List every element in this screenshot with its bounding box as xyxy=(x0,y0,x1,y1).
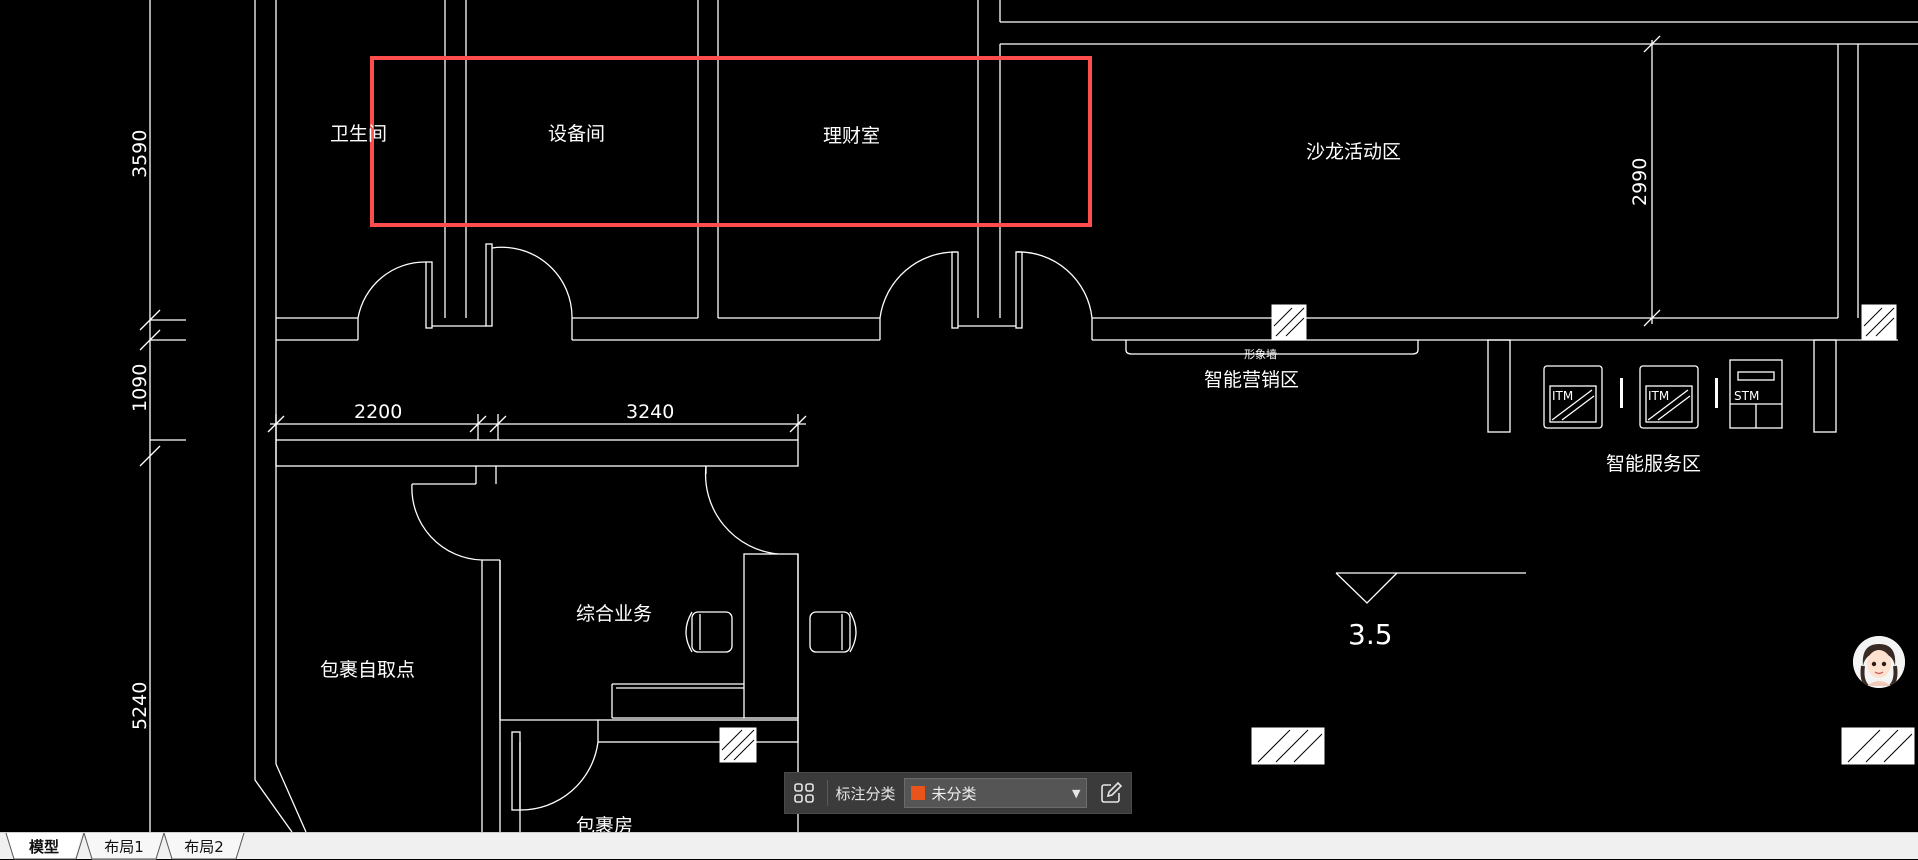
hatch-pattern xyxy=(721,307,1913,763)
label-image-wall: 形象墙 xyxy=(1244,347,1277,361)
tab-layout2[interactable]: 布局2 xyxy=(164,833,244,859)
machine-dividers xyxy=(1620,378,1718,408)
selected-category: 未分类 xyxy=(931,784,977,803)
dimension-3240: 3240 xyxy=(626,401,674,423)
room-label-salon: 沙龙活动区 xyxy=(1306,141,1401,163)
room-label-smart-service: 智能服务区 xyxy=(1606,453,1701,475)
layout-tab-bar: 模型 布局1 布局2 xyxy=(0,832,1918,860)
floor-plan-walls xyxy=(139,0,1918,832)
floor-plan-drawing[interactable]: 卫生间 设备间 理财室 沙龙活动区 智能营销区 形象墙 智能服务区 综合业务 包… xyxy=(0,0,1918,832)
dimension-5240: 5240 xyxy=(129,682,151,730)
room-label-smart-marketing: 智能营销区 xyxy=(1204,369,1299,391)
cad-canvas[interactable]: 卫生间 设备间 理财室 沙龙活动区 智能营销区 形象墙 智能服务区 综合业务 包… xyxy=(0,0,1918,832)
tab-model[interactable]: 模型 xyxy=(6,833,82,859)
self-service-machines xyxy=(1543,359,1783,429)
machine-label-itm-2: ITM xyxy=(1648,389,1669,403)
annotation-category-select[interactable]: 未分类 ▼ xyxy=(903,778,1088,808)
annotation-category-label: 标注分类 xyxy=(835,784,896,803)
dimension-2200: 2200 xyxy=(354,401,402,423)
edit-icon[interactable] xyxy=(1091,773,1131,813)
room-label-restroom: 卫生间 xyxy=(330,123,387,145)
grid-icon[interactable] xyxy=(785,773,823,813)
room-label-general-business: 综合业务 xyxy=(576,603,652,625)
chevron-down-icon: ▼ xyxy=(1072,786,1081,800)
dimension-1090: 1090 xyxy=(129,364,151,412)
chair-icons xyxy=(685,611,857,653)
dimension-3590: 3590 xyxy=(129,130,151,178)
annotation-category-toolbar: 标注分类 未分类 ▼ xyxy=(784,772,1132,814)
dimension-2990: 2990 xyxy=(1629,158,1651,206)
highlight-selection-box[interactable] xyxy=(370,56,1092,227)
assistant-avatar-icon[interactable] xyxy=(1853,636,1905,688)
elevation-value: 3.5 xyxy=(1348,618,1393,651)
room-label-wealth: 理财室 xyxy=(823,125,880,147)
room-label-parcel-room: 包裹房 xyxy=(576,815,633,832)
toolbar-separator xyxy=(826,780,828,806)
hatched-columns xyxy=(719,304,1915,765)
category-color-swatch xyxy=(910,786,925,800)
room-label-parcel-pickup: 包裹自取点 xyxy=(320,659,415,681)
tab-outline xyxy=(5,833,245,860)
machine-label-stm: STM xyxy=(1734,389,1759,403)
machine-label-itm-1: ITM xyxy=(1552,389,1573,403)
room-label-equipment: 设备间 xyxy=(548,123,605,145)
